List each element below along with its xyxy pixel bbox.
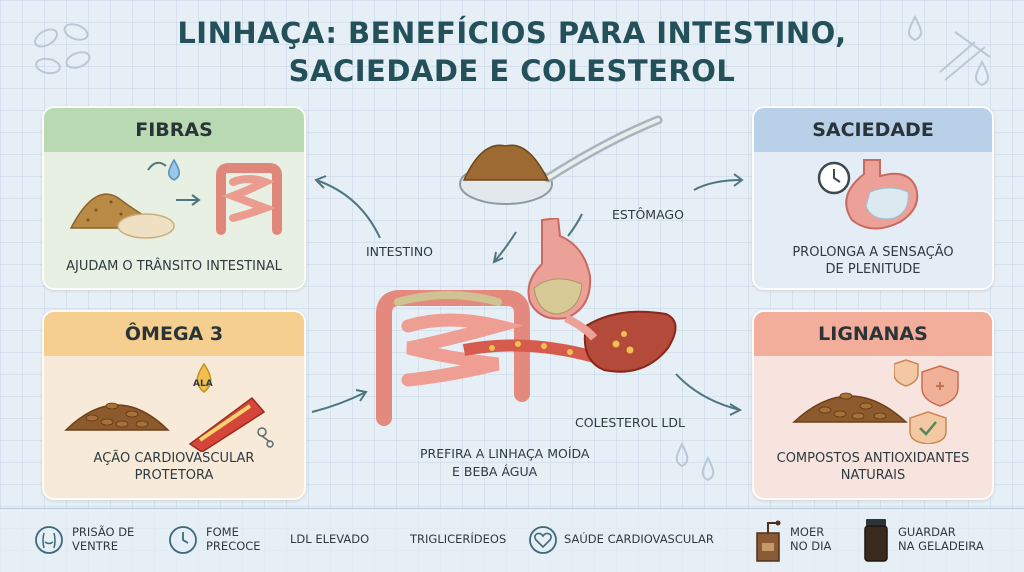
spoon-with-flaxseed-icon (458, 110, 668, 210)
digestive-system-icon (368, 218, 688, 428)
grinder-icon (754, 517, 782, 563)
tip-line-1: PREFIRA A LINHAÇA MOÍDA (420, 446, 590, 461)
lignanas-card: LIGNANAS COMPOSTOS ANTIOXIDANTES NATURAI… (752, 310, 994, 500)
flaxseed-pile-icon-2 (790, 376, 910, 428)
water-drops-icon (668, 440, 728, 490)
omega-card: ÔMEGA 3 ALA AÇÃO CARDIOVASCULAR PROTETOR… (42, 310, 306, 500)
jar-icon (862, 517, 890, 563)
clock-icon (816, 160, 852, 196)
title-line-1: LINHAÇA: BENEFÍCIOS PARA INTESTINO, (177, 16, 847, 50)
colesterol-ldl-label: COLESTEROL LDL (575, 415, 685, 430)
fibras-card: FIBRAS AJUDAM O TRÂNSITO INTESTINAL (42, 106, 306, 290)
arrow-right-icon (174, 192, 204, 208)
lignanas-caption-line-1: COMPOSTOS ANTIOXIDANTES (776, 451, 970, 466)
tip-line-2: E BEBA ÁGUA (452, 464, 538, 479)
omega-card-title: ÔMEGA 3 (44, 312, 304, 356)
clock-icon-small (168, 525, 198, 555)
bottom-item-5: SAÚDE CARDIOVASCULAR (564, 532, 714, 546)
title-line-2: SACIEDADE E COLESTEROL (288, 54, 736, 88)
saciedade-card: SACIEDADE PROLONGA A SENSAÇÃO DE PLENITU… (752, 106, 994, 290)
bottom-item-3: LDL ELEVADO (290, 532, 370, 546)
saciedade-caption-line-1: PROLONGA A SENSAÇÃO (792, 245, 954, 260)
shield-icons (894, 356, 984, 444)
stomach-icon (816, 156, 926, 238)
artery-icon (184, 392, 274, 452)
lignanas-caption-line-2: NATURAIS (840, 468, 906, 483)
abdomen-icon (34, 525, 64, 555)
water-drop-icon (144, 156, 184, 190)
heart-icon (528, 525, 558, 555)
saciedade-card-title: SACIEDADE (754, 108, 992, 152)
ala-drop-icon (188, 362, 220, 396)
omega-caption-line-1: AÇÃO CARDIOVASCULAR (93, 451, 255, 466)
flaxseed-pile-icon (62, 384, 172, 436)
fibras-caption: AJUDAM O TRÂNSITO INTESTINAL (66, 259, 282, 274)
fibras-card-title: FIBRAS (44, 108, 304, 152)
bottom-item-4: TRIGLICERÍDEOS (410, 532, 507, 546)
seeds-decoration-icon (28, 18, 98, 83)
intestino-label: INTESTINO (366, 244, 434, 259)
intestine-icon (209, 160, 289, 240)
ground-flaxseed-pile-icon (66, 170, 176, 240)
omega-caption-line-2: PROTETORA (134, 468, 214, 483)
page-title: LINHAÇA: BENEFÍCIOS PARA INTESTINO, SACI… (0, 14, 1024, 90)
ala-label: ALA (193, 379, 213, 389)
lignanas-card-title: LIGNANAS (754, 312, 992, 356)
saciedade-caption-line-2: DE PLENITUDE (825, 262, 921, 277)
water-drops-decoration-icon (900, 12, 1000, 92)
estomago-label: ESTÔMAGO (612, 207, 684, 222)
